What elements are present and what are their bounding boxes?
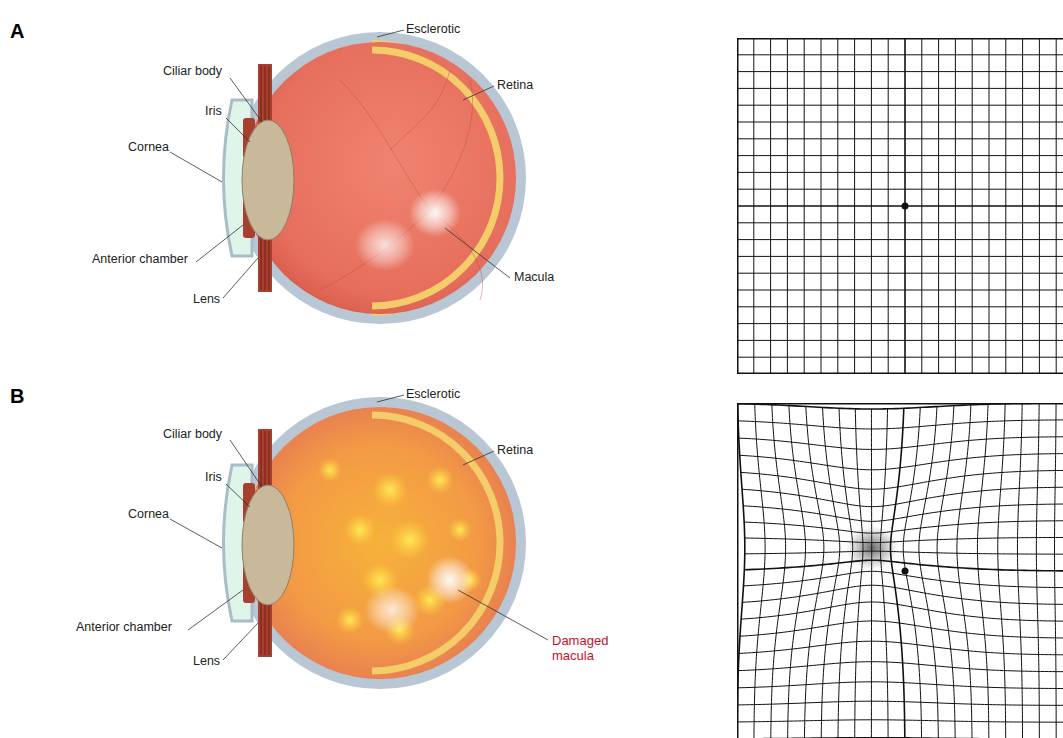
damaged-eye (224, 397, 527, 689)
part-label: Esclerotic (406, 387, 460, 401)
damaged-macula (426, 556, 474, 604)
grid-line (737, 205, 1063, 207)
grid-line (737, 138, 1063, 139)
part-label: Retina (497, 443, 533, 457)
grid-line (737, 701, 1063, 705)
amsler-grid (737, 38, 1063, 374)
vessels (320, 70, 483, 300)
fixation-dot (902, 203, 909, 210)
grid-line (738, 682, 1063, 689)
part-label: Ciliar body (163, 64, 222, 78)
part-label: Cornea (128, 140, 169, 154)
grid-line (743, 504, 1063, 521)
grid-line (737, 720, 1063, 722)
part-label: Esclerotic (406, 22, 460, 36)
grid-line (737, 88, 1063, 89)
grid-line (737, 323, 1063, 324)
fixation-dot (902, 568, 909, 575)
grid-line (741, 470, 1063, 489)
grid-line (739, 641, 1063, 655)
grid-line (919, 407, 938, 738)
grid-line (957, 405, 972, 738)
grid-line (937, 406, 955, 738)
part-label: Lens (193, 654, 220, 668)
grid-line (871, 409, 872, 738)
grid-line (745, 537, 1063, 542)
grid-line (821, 407, 840, 738)
part-label: Iris (205, 104, 222, 118)
grid-line (737, 256, 1063, 257)
grid-line (788, 406, 806, 738)
grid-line (737, 273, 1063, 274)
grid-line (744, 521, 1063, 533)
grid-line (745, 551, 1063, 554)
grid-border (738, 39, 1063, 374)
grid-line (737, 105, 1063, 106)
part-label: Ciliar body (163, 427, 222, 441)
part-label: Cornea (128, 507, 169, 521)
panel-letter: B (10, 385, 24, 408)
grid-line (771, 405, 786, 738)
grid-line (977, 404, 988, 738)
grid-border (738, 404, 1063, 738)
distorted-amsler-grid (737, 403, 1063, 738)
part-label: Macula (514, 270, 554, 284)
leader-lines (170, 30, 548, 660)
grid-line (738, 662, 1063, 672)
part-label: Lens (193, 292, 220, 306)
grid-line (737, 239, 1063, 240)
grid-line (855, 409, 863, 738)
grid-line (737, 71, 1063, 72)
sclera (234, 32, 526, 324)
optic-disc (355, 219, 415, 271)
part-label: Retina (497, 78, 533, 92)
grid-line (737, 155, 1063, 156)
grid-line (742, 585, 1063, 604)
lens (242, 485, 294, 605)
grid-line (739, 437, 1063, 450)
grid-line (737, 340, 1063, 341)
macula (409, 189, 461, 237)
part-label: Iris (205, 470, 222, 484)
deposits (318, 458, 482, 645)
grid-line (737, 357, 1063, 358)
grid-line (737, 54, 1063, 55)
grid-line (740, 454, 1063, 470)
lens (242, 120, 294, 240)
grid-line (737, 122, 1063, 123)
optic-disc (364, 586, 420, 634)
part-label: Anterior chamber (76, 620, 172, 634)
grid-line (737, 222, 1063, 223)
grid-line (740, 621, 1063, 638)
grid-line (880, 409, 888, 738)
grid-line (741, 602, 1063, 621)
grid-line (737, 290, 1063, 291)
part-label: Anterior chamber (92, 252, 188, 266)
grid-line (804, 406, 823, 738)
grid-line (742, 487, 1063, 506)
part-label: Damaged macula (552, 634, 612, 664)
grid-line (738, 420, 1063, 429)
panel-letter: A (10, 20, 24, 43)
healthy-eye (224, 32, 527, 324)
grid-line (737, 189, 1063, 190)
grid-line (737, 172, 1063, 173)
sclera (234, 397, 526, 689)
grid-line (754, 404, 765, 738)
grid-line (737, 306, 1063, 307)
